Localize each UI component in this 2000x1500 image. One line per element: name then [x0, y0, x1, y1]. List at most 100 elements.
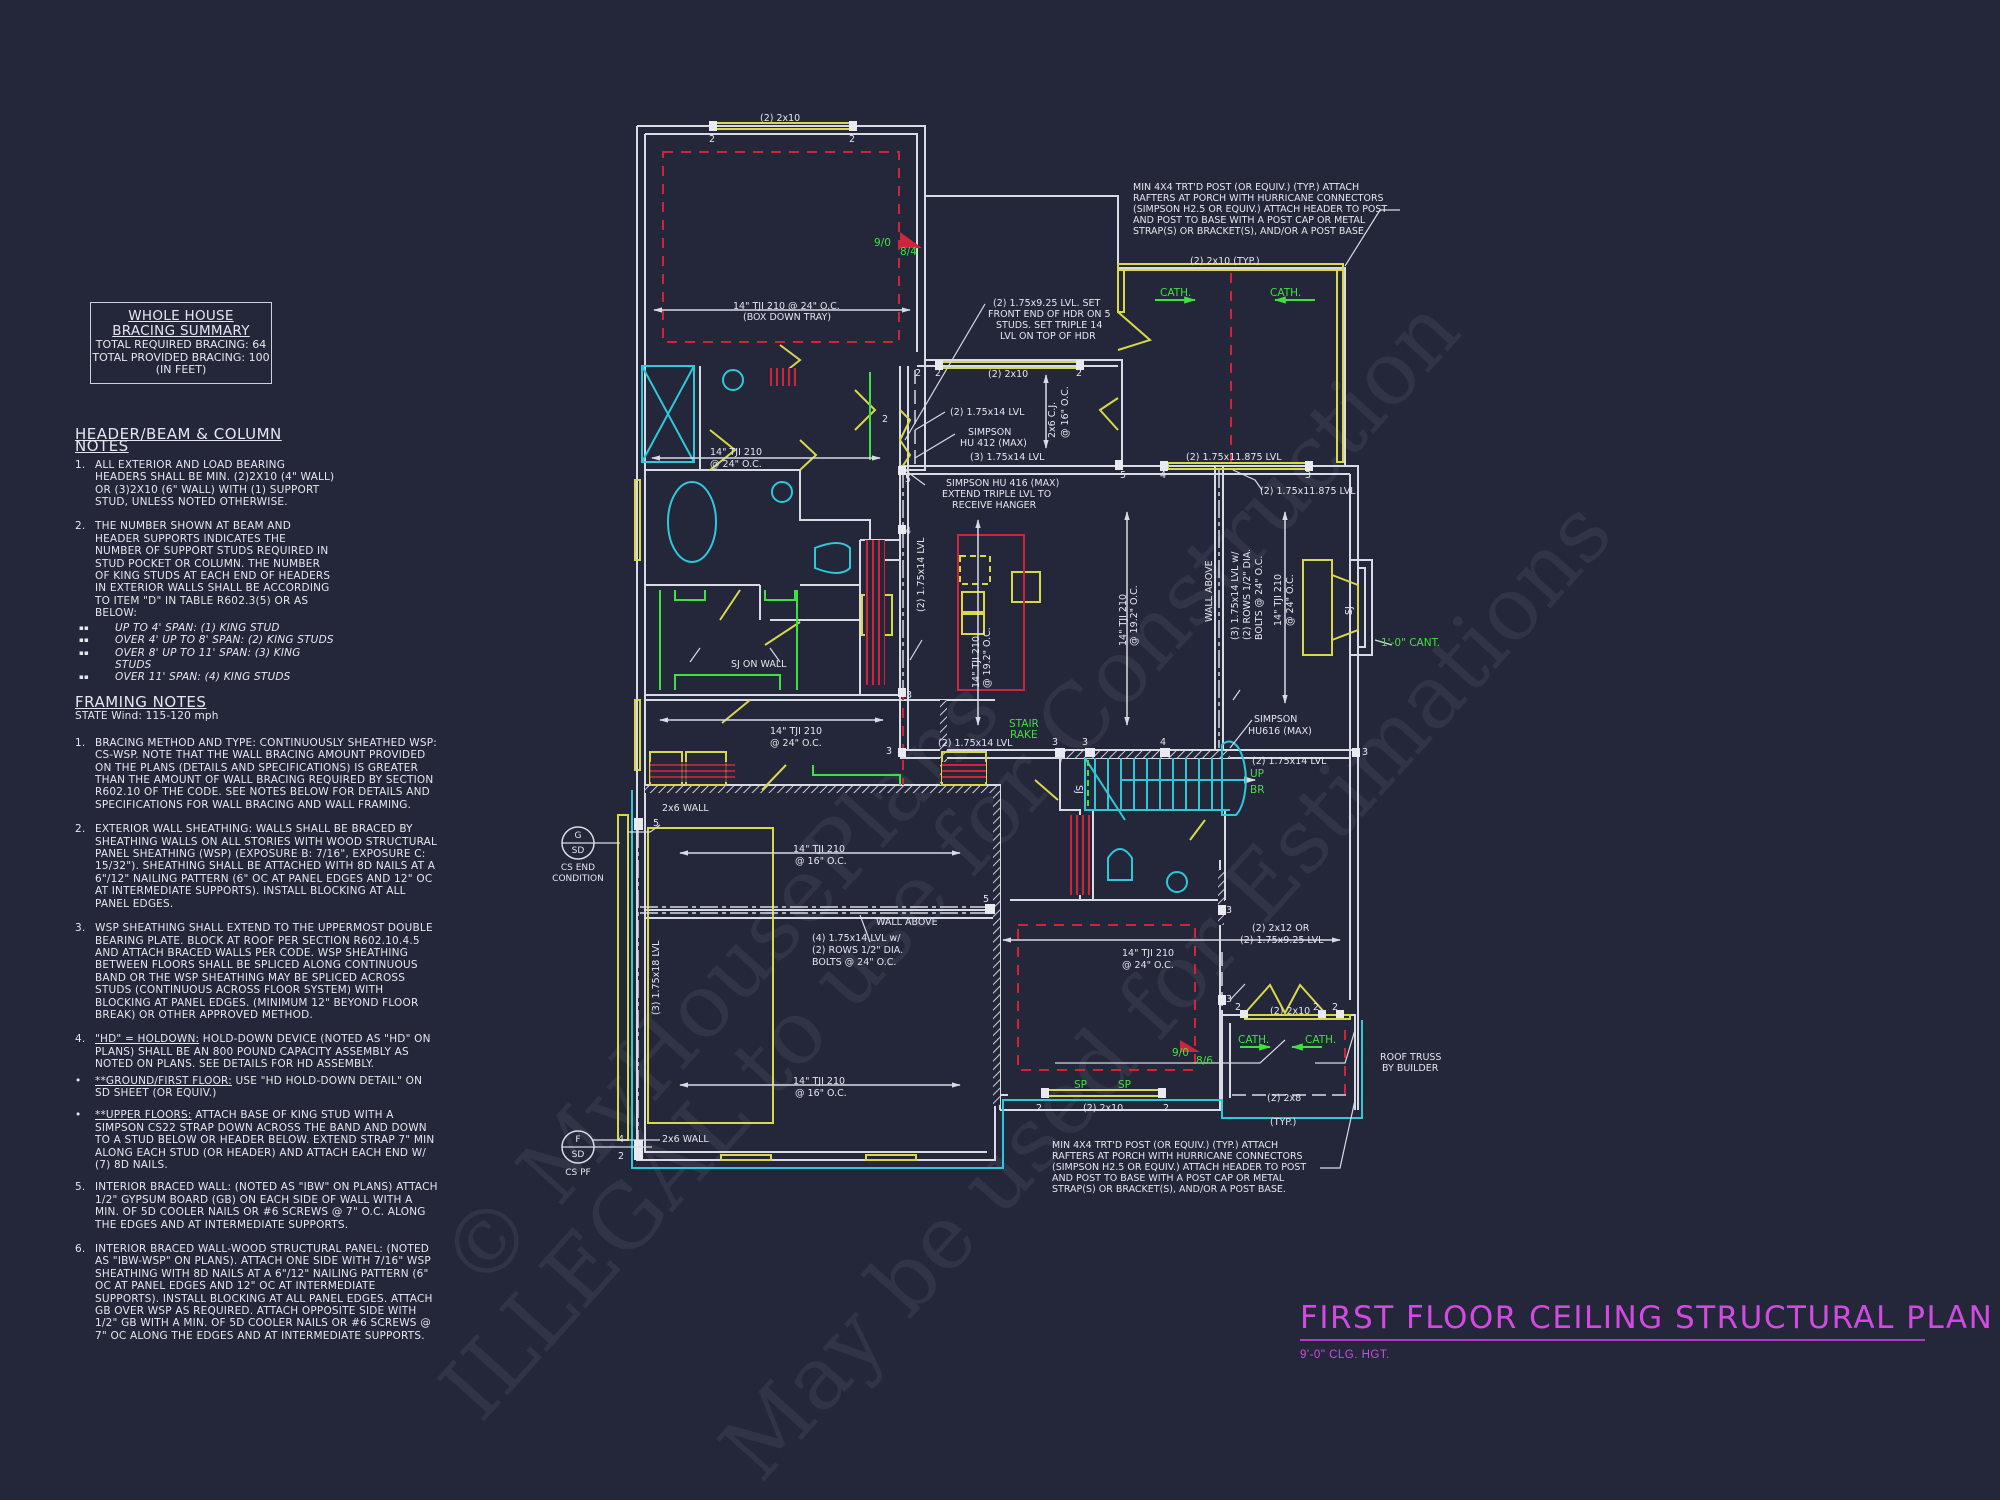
hatched-wall: [993, 786, 1000, 1106]
svg-text:2: 2: [1332, 1002, 1338, 1013]
framing-notes: FRAMING NOTES STATE Wind: 115-120 mph 1.…: [75, 693, 440, 1354]
svg-text:3: 3: [1226, 905, 1232, 916]
svg-text:RAFTERS AT PORCH WITH HURRICAN: RAFTERS AT PORCH WITH HURRICANE CONNECTO…: [1133, 193, 1384, 204]
hatched-wall: [1065, 751, 1230, 758]
svg-text:(2) 2x10: (2) 2x10: [1270, 1006, 1310, 1017]
svg-text:9/0: 9/0: [1172, 1047, 1189, 1059]
svg-text:G: G: [575, 831, 582, 841]
svg-text:CATH.: CATH.: [1160, 287, 1191, 299]
svg-text:14" TJI 210: 14" TJI 210: [1273, 574, 1284, 626]
svg-text:RAFTERS AT PORCH WITH HURRICAN: RAFTERS AT PORCH WITH HURRICANE CONNECTO…: [1052, 1151, 1303, 1162]
kitchen-counter: [865, 540, 885, 685]
svg-text:14" TJI 210: 14" TJI 210: [710, 447, 762, 458]
header-note-2: 2.THE NUMBER SHOWN AT BEAM AND HEADER SU…: [75, 520, 331, 620]
svg-text:(4) 1.75x14 LVL w/: (4) 1.75x14 LVL w/: [812, 933, 901, 944]
svg-text:LVL ON TOP OF HDR: LVL ON TOP OF HDR: [1000, 331, 1096, 342]
svg-text:@ 16" O.C.: @ 16" O.C.: [795, 1088, 847, 1099]
svg-text:AND POST TO BASE WITH A POST C: AND POST TO BASE WITH A POST CAP OR META…: [1052, 1173, 1285, 1184]
svg-text:(2) 1.75x14 LVL: (2) 1.75x14 LVL: [1252, 756, 1327, 767]
svg-text:2: 2: [618, 1151, 624, 1162]
svg-text:14" TJI 210 @ 24" O.C.: 14" TJI 210 @ 24" O.C.: [733, 301, 840, 312]
bracing-summary-title-1: WHOLE HOUSE: [128, 308, 234, 324]
svg-text:SD: SD: [572, 1150, 585, 1160]
mud-bench: [650, 762, 735, 782]
svg-text:8/4: 8/4: [900, 246, 917, 258]
svg-text:HU616 (MAX): HU616 (MAX): [1248, 726, 1312, 737]
svg-text:2: 2: [1235, 1002, 1241, 1013]
svg-text:MIN 4X4 TRT'D POST (OR EQUIV.): MIN 4X4 TRT'D POST (OR EQUIV.) (TYP.) AT…: [1052, 1140, 1278, 1151]
svg-text:4: 4: [1160, 470, 1166, 481]
svg-text:2: 2: [1076, 368, 1082, 379]
svg-text:SIMPSON HU 416 (MAX): SIMPSON HU 416 (MAX): [946, 478, 1059, 489]
king-stud-rule: OVER 8' UP TO 11' SPAN: (3) KING STUDS: [75, 647, 335, 672]
framing-notes-title: FRAMING NOTES: [75, 693, 207, 711]
svg-text:2: 2: [915, 368, 921, 379]
svg-text:SP: SP: [1118, 1079, 1131, 1091]
title-block: FIRST FLOOR CEILING STRUCTURAL PLAN 9'-0…: [1300, 1300, 1992, 1361]
svg-text:SIMPSON: SIMPSON: [1254, 714, 1297, 725]
svg-text:2: 2: [935, 368, 941, 379]
svg-text:(2) 1.75x14 LVL: (2) 1.75x14 LVL: [916, 537, 927, 612]
svg-text:CATH.: CATH.: [1238, 1034, 1269, 1046]
svg-text:FRONT END OF HDR ON 5: FRONT END OF HDR ON 5: [988, 309, 1111, 320]
svg-text:3: 3: [1052, 737, 1058, 748]
king-stud-rule: OVER 11' SPAN: (4) KING STUDS: [75, 671, 335, 684]
wind-speed: STATE Wind: 115-120 mph: [75, 710, 219, 723]
svg-text:(BOX DOWN TRAY): (BOX DOWN TRAY): [743, 312, 831, 323]
support-posts: [634, 121, 1360, 1160]
headers: [617, 122, 1359, 1161]
svg-text:3: 3: [1226, 994, 1232, 1005]
svg-text:14" TJI 210: 14" TJI 210: [1118, 594, 1129, 646]
svg-text:3: 3: [1082, 737, 1088, 748]
ceiling-step-marker: [900, 232, 922, 248]
svg-text:SJ ON WALL: SJ ON WALL: [731, 659, 787, 670]
svg-text:MIN 4X4 TRT'D POST (OR EQUIV.): MIN 4X4 TRT'D POST (OR EQUIV.) (TYP.) AT…: [1133, 182, 1359, 193]
svg-text:@ 19.2" O.C.: @ 19.2" O.C.: [1129, 585, 1140, 646]
svg-text:BY BUILDER: BY BUILDER: [1382, 1063, 1439, 1074]
svg-text:2: 2: [1313, 1002, 1319, 1013]
bracing-summary-box: WHOLE HOUSE BRACING SUMMARY TOTAL REQUIR…: [90, 302, 272, 384]
svg-text:(2) 2x10 (TYP.): (2) 2x10 (TYP.): [1190, 256, 1260, 267]
svg-text:(2) 1.75x9.25 LVL: (2) 1.75x9.25 LVL: [1240, 935, 1324, 946]
svg-text:(3) 1.75x14 LVL: (3) 1.75x14 LVL: [970, 452, 1045, 463]
plumbing-fixtures: [641, 365, 1257, 893]
svg-text:(SIMPSON H2.5 OR EQUIV.) ATTAC: (SIMPSON H2.5 OR EQUIV.) ATTACH HEADER T…: [1052, 1162, 1306, 1173]
svg-text:2: 2: [709, 134, 715, 145]
svg-text:(2) 1.75x14 LVL: (2) 1.75x14 LVL: [938, 738, 1013, 749]
svg-text:3: 3: [886, 746, 892, 757]
svg-text:2x6 WALL: 2x6 WALL: [662, 803, 709, 814]
svg-text:F: F: [575, 1135, 580, 1145]
svg-text:WALL ABOVE: WALL ABOVE: [876, 917, 938, 928]
svg-text:2: 2: [849, 134, 855, 145]
svg-text:14" TJI 210: 14" TJI 210: [770, 726, 822, 737]
svg-text:CS END: CS END: [561, 863, 595, 873]
joist-span-arrows: [651, 307, 1341, 1088]
svg-text:(SIMPSON H2.5 OR EQUIV.) ATTAC: (SIMPSON H2.5 OR EQUIV.) ATTACH HEADER T…: [1133, 204, 1387, 215]
detail-callout-f[interactable]: F SD CS PF: [561, 1130, 652, 1178]
svg-text:2x6 C.J.: 2x6 C.J.: [1047, 402, 1058, 438]
detail-callout-g[interactable]: G SD CS END CONDITION: [552, 826, 620, 884]
ceiling-height: 9'-0" CLG. HGT.: [1300, 1349, 1390, 1361]
header-notes-title: HEADER/BEAM & COLUMN NOTES: [75, 425, 282, 456]
svg-text:(3) 1.75x18 LVL: (3) 1.75x18 LVL: [651, 940, 662, 1015]
bracing-units: (IN FEET): [155, 363, 207, 376]
header-beam-notes: HEADER/BEAM & COLUMN NOTES 1.ALL EXTERIO…: [75, 425, 335, 694]
svg-text:(2) 2x12 OR: (2) 2x12 OR: [1252, 923, 1310, 934]
svg-text:(2) 2x10: (2) 2x10: [988, 369, 1028, 380]
svg-text:CONDITION: CONDITION: [552, 874, 604, 884]
svg-text:(2) 1.75x14 LVL: (2) 1.75x14 LVL: [950, 407, 1025, 418]
dashed-regions: [662, 151, 1346, 1098]
svg-text:STRAP(S) OR BRACKET(S), AND/OR: STRAP(S) OR BRACKET(S), AND/OR A POST BA…: [1052, 1184, 1286, 1195]
svg-text:14" TJI 210: 14" TJI 210: [1122, 948, 1174, 959]
svg-text:4: 4: [618, 1134, 624, 1145]
walls: [636, 125, 1373, 1161]
svg-text:SJ: SJ: [1344, 606, 1355, 615]
svg-text:5: 5: [983, 894, 989, 905]
svg-text:CATH.: CATH.: [1270, 287, 1301, 299]
king-stud-rule: UP TO 4' SPAN: (1) KING STUD: [75, 622, 335, 635]
framing-note-2: 2.EXTERIOR WALL SHEATHING: WALLS SHALL B…: [75, 823, 438, 910]
svg-text:8/6: 8/6: [1196, 1055, 1213, 1067]
holdown-bullet-ground: **GROUND/FIRST FLOOR: USE "HD HOLD-DOWN …: [75, 1075, 440, 1100]
beams: [637, 370, 1350, 1140]
